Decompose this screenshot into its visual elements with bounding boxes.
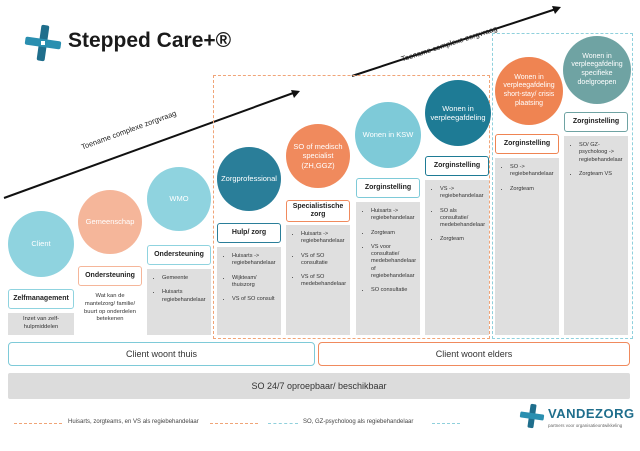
legend-teal-line-right — [432, 423, 460, 424]
header-specialistische-zorg: Specialistische zorg — [286, 200, 350, 222]
item-huisarts-regie: Huisarts regiebehandelaar — [162, 289, 207, 304]
legend-teal-line — [268, 423, 298, 424]
item-vs-so-medebehandelaar: VS of SO medebehandelaar — [301, 274, 346, 289]
item-zelfhulp: Inzet van zelf-hulpmiddelen — [22, 316, 60, 330]
legend-teal-label: SO, GZ-psycholoog als regiebehandelaar — [303, 419, 414, 425]
stepped-care-logo-icon — [24, 24, 62, 62]
column-gemeenschap: Wat kan de mantelzorg/ familie/ buurt op… — [78, 290, 142, 335]
circle-gemeenschap: Gemeenschap — [78, 190, 142, 254]
column-so-specialist: Huisarts -> regiebehandelaar VS of SO co… — [286, 225, 350, 335]
item-zorgteam: Zorgteam — [371, 230, 416, 237]
header-zorginstelling-ksw: Zorginstelling — [356, 178, 420, 198]
circle-doelgroepen: Wonen in verpleegafdeling specifieke doe… — [563, 36, 631, 104]
item-vs-so-consultatie: VS of SO consultatie — [301, 253, 346, 268]
item-so-consult-mede: SO als consultatie/ medebehandelaar — [440, 208, 485, 230]
bar-so-24-7: SO 24/7 oproepbaar/ beschikbaar — [8, 373, 630, 399]
item-so-consultatie: SO consultatie — [371, 287, 416, 294]
column-doelgroepen: SO/ GZ-psycholoog -> regiebehandelaar Zo… — [564, 136, 628, 335]
item-gemeente: Gemeente — [162, 275, 207, 282]
item-vs-so-consult: VS of SO consult — [232, 296, 277, 303]
circle-short-stay: Wonen in verpleegafdeling short-stay/ cr… — [495, 57, 563, 125]
item-so-regie: SO -> regiebehandelaar — [510, 164, 555, 179]
header-zorginstelling-shortstay: Zorginstelling — [495, 134, 559, 154]
item-wijkteam: Wijkteam/ thuiszorg — [232, 275, 277, 290]
bar-client-woont-elders: Client woont elders — [318, 342, 630, 366]
circle-zorgprofessional: Zorgprofessional — [217, 147, 281, 211]
header-zorginstelling-verpleeg: Zorginstelling — [425, 156, 489, 176]
orange-dashed-frame — [213, 75, 490, 339]
circle-so-specialist: SO of medisch specialist (ZH,GGZ) — [286, 124, 350, 188]
circle-client: Client — [8, 211, 74, 277]
item-vs-consultatie: VS voor consultatie/ medebehandelaar of … — [371, 244, 416, 280]
vandezorg-tagline: partners voor organisatieontwikkeling — [548, 423, 623, 428]
item-huisarts-regie-2: Huisarts -> regiebehandelaar — [301, 231, 346, 246]
item-mantelzorg: Wat kan de mantelzorg/ familie/ buurt op… — [84, 293, 136, 323]
header-zorginstelling-doelgroepen: Zorginstelling — [564, 112, 628, 132]
circle-wmo: WMO — [147, 167, 211, 231]
vandezorg-logo-icon — [519, 403, 545, 429]
legend-orange-line-right — [210, 423, 258, 424]
legend-orange-line — [14, 423, 62, 424]
column-client: Inzet van zelf-hulpmiddelen — [8, 313, 74, 335]
column-verpleegafdeling: VS -> regiebehandelaar SO als consultati… — [425, 180, 489, 335]
bar-client-woont-thuis: Client woont thuis — [8, 342, 315, 366]
header-ondersteuning-2: Ondersteuning — [147, 245, 211, 265]
item-zorgteam-3: Zorgteam — [510, 186, 555, 193]
teal-dashed-frame — [492, 33, 633, 339]
circle-verpleegafdeling: Wonen in verpleegafdeling — [425, 80, 491, 146]
column-zorgprofessional: Huisarts -> regiebehandelaar Wijkteam/ t… — [217, 247, 281, 335]
item-huisarts-regie-3: Huisarts -> regiebehandelaar — [371, 208, 416, 223]
item-vs-regie: VS -> regiebehandelaar — [440, 186, 485, 201]
header-hulp-zorg: Hulp/ zorg — [217, 223, 281, 243]
vandezorg-name: VANDEZORG — [548, 406, 635, 421]
circle-ksw: Wonen in KSW — [355, 102, 421, 168]
item-zorgteam-vs: Zorgteam VS — [579, 171, 624, 178]
column-ksw: Huisarts -> regiebehandelaar Zorgteam VS… — [356, 202, 420, 335]
item-zorgteam-2: Zorgteam — [440, 236, 485, 243]
column-wmo: Gemeente Huisarts regiebehandelaar — [147, 269, 211, 335]
legend-orange-label: Huisarts, zorgteams, en VS als regiebeha… — [68, 419, 199, 425]
header-zelfmanagement: Zelfmanagement — [8, 289, 74, 309]
page-title: Stepped Care+® — [68, 29, 232, 52]
header-ondersteuning-1: Ondersteuning — [78, 266, 142, 286]
column-short-stay: SO -> regiebehandelaar Zorgteam — [495, 158, 559, 335]
item-so-gz-regie: SO/ GZ-psycholoog -> regiebehandelaar — [579, 142, 624, 164]
item-huisarts: Huisarts -> regiebehandelaar — [232, 253, 277, 268]
